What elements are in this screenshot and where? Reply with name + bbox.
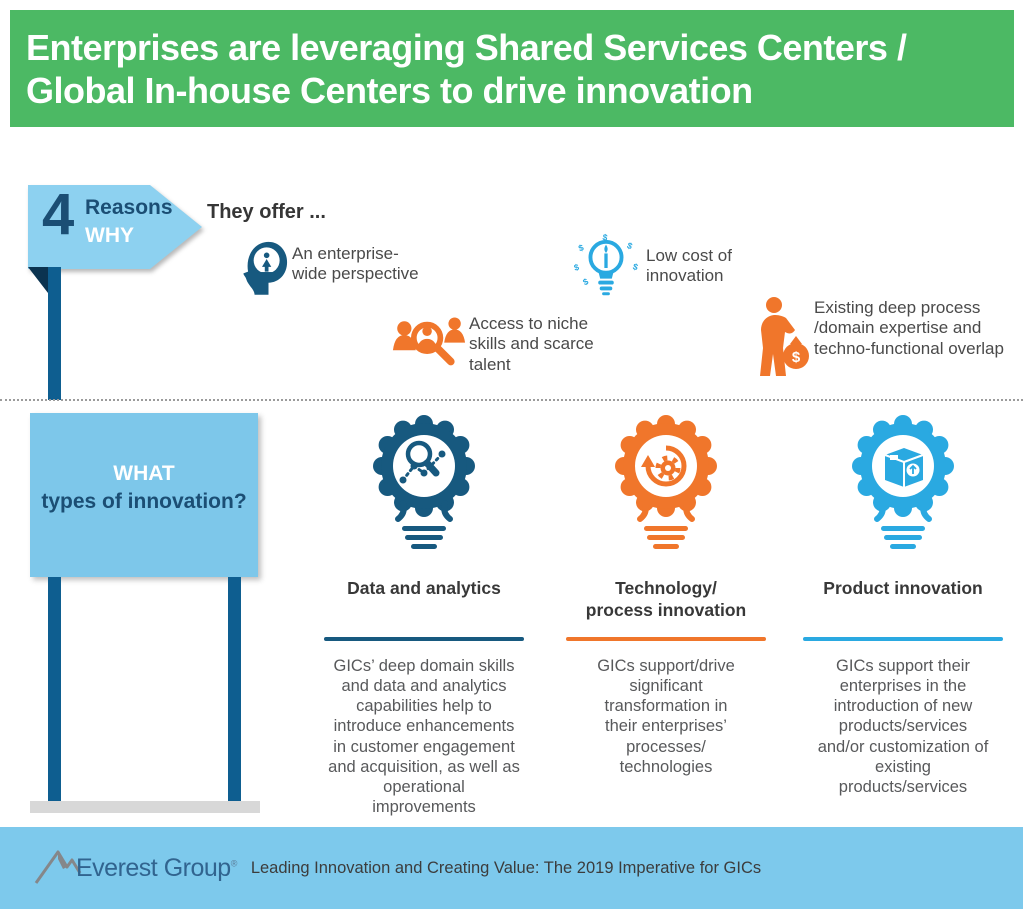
- reason-label-2: Low cost of innovation: [646, 246, 732, 286]
- why-word: WHY: [85, 224, 134, 247]
- footer-band: Everest Group® Leading Innovation and Cr…: [0, 827, 1023, 909]
- svg-text:$: $: [577, 242, 585, 253]
- magnifier-people-icon: [392, 302, 466, 375]
- money-man-icon: $: [752, 296, 812, 385]
- svg-text:$: $: [581, 276, 590, 287]
- header-banner: Enterprises are leveraging Shared Servic…: [10, 10, 1014, 127]
- page-title-line1: Enterprises are leveraging Shared Servic…: [26, 27, 907, 68]
- svg-text:$: $: [632, 261, 640, 272]
- reason-label-4: Existing deep process /domain expertise …: [814, 298, 1004, 358]
- innovation-title-2: Technology/ process innovation: [585, 578, 747, 620]
- reason-label-1: An enterprise-wide perspective: [292, 244, 419, 284]
- sign-leg-left: [48, 577, 61, 801]
- gear-bulb-product-icon: [838, 414, 968, 555]
- innovation-rule-3: [803, 637, 1003, 641]
- everest-mountain-icon: [34, 847, 84, 890]
- what-heading: WHAT: [113, 462, 175, 485]
- svg-text:$: $: [602, 232, 609, 243]
- reasons-flag: [28, 185, 202, 269]
- innovation-title-3: Product innovation: [823, 578, 983, 598]
- svg-text:$: $: [792, 349, 801, 366]
- what-subheading: types of innovation?: [41, 490, 247, 513]
- section-divider: [0, 399, 1023, 401]
- what-signboard: WHAT types of innovation?: [30, 413, 258, 577]
- innovation-title-1: Data and analytics: [347, 578, 501, 598]
- innovation-rule-1: [324, 637, 524, 641]
- svg-text:$: $: [626, 240, 634, 251]
- innovation-desc-3: GICs support their enterprises in the in…: [817, 657, 989, 796]
- head-perspective-icon: [236, 236, 288, 301]
- gear-bulb-analytics-icon: [359, 414, 489, 555]
- sign-base-bar: [30, 801, 260, 813]
- registered-mark: ®: [230, 858, 238, 869]
- they-offer-heading: They offer ...: [207, 201, 326, 223]
- innovation-rule-2: [566, 637, 766, 641]
- flag-fold-triangle: [28, 267, 48, 293]
- flag-pole: [48, 267, 61, 400]
- reason-label-3: Access to niche skills and scarce talent: [469, 314, 594, 374]
- sign-leg-right: [228, 577, 241, 801]
- reasons-count: 4: [42, 182, 75, 247]
- gear-bulb-process-icon: [601, 414, 731, 555]
- innovation-desc-2: GICs support/drive significant transform…: [597, 657, 735, 776]
- lightbulb-dollar-icon: $ $ $ $ $ $: [572, 230, 640, 311]
- reasons-word: Reasons: [85, 196, 173, 219]
- innovation-desc-1: GICs’ deep domain skills and data and an…: [328, 657, 520, 816]
- everest-group-logo: Everest Group®: [76, 854, 237, 883]
- footer-tagline: Leading Innovation and Creating Value: T…: [250, 858, 762, 877]
- page-title-line2: Global In-house Centers to drive innovat…: [26, 70, 753, 112]
- svg-text:$: $: [573, 262, 580, 273]
- everest-group-logo-text: Everest Group: [76, 853, 231, 882]
